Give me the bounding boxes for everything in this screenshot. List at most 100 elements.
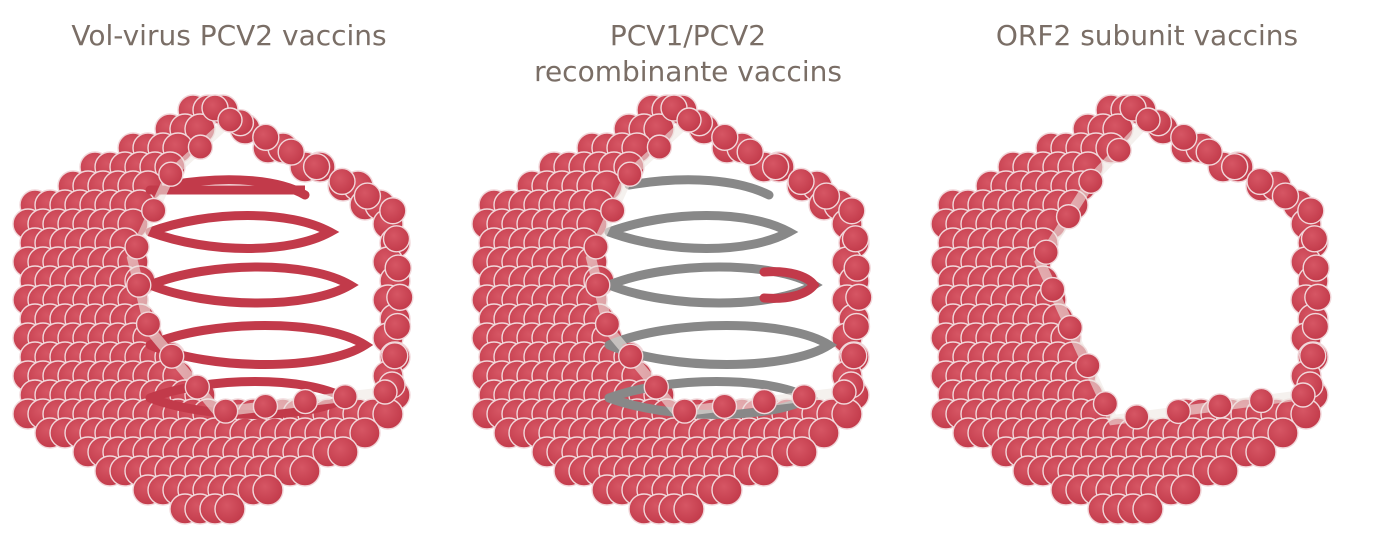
capsid-subunit bbox=[1135, 107, 1161, 133]
pcv2-orf2-segment bbox=[759, 267, 820, 303]
capsid-subunit bbox=[1207, 455, 1239, 487]
capsid-subunit bbox=[831, 379, 857, 405]
capsid-subunit bbox=[332, 384, 358, 410]
capsid-subunit bbox=[617, 343, 644, 369]
capsid-subunit bbox=[1300, 225, 1329, 253]
virus-particle-illustration bbox=[930, 94, 1332, 525]
capsid-subunit bbox=[751, 388, 778, 415]
capsid-subunit bbox=[748, 455, 780, 487]
capsid-subunit bbox=[1245, 436, 1277, 468]
virus-particle-illustration bbox=[471, 94, 873, 525]
capsid-subunit bbox=[141, 197, 167, 224]
capsid-subunit bbox=[1165, 398, 1192, 425]
capsid-subunit bbox=[671, 398, 698, 424]
capsid-subunit bbox=[386, 283, 414, 312]
panel-title: Vol-virus PCV2 vaccins bbox=[71, 19, 387, 52]
capsid-inner-edge bbox=[583, 107, 857, 424]
genome-loop bbox=[604, 321, 838, 369]
capsid-subunit bbox=[736, 138, 764, 166]
capsid-subunit bbox=[1170, 474, 1202, 506]
capsid-subunit bbox=[1302, 254, 1330, 282]
capsid-subunit bbox=[761, 153, 790, 181]
capsid-subunit bbox=[812, 182, 841, 210]
capsid-subunit bbox=[1057, 314, 1084, 341]
capsid-subunit bbox=[1033, 239, 1059, 265]
capsid-subunit bbox=[676, 107, 702, 133]
capsid-subunit bbox=[1267, 417, 1299, 449]
capsid-subunit bbox=[1220, 153, 1249, 181]
capsid-subunit bbox=[187, 134, 214, 160]
capsid-inner-edge bbox=[1033, 107, 1316, 430]
capsid-subunit bbox=[381, 342, 409, 370]
capsid-subunit bbox=[711, 474, 743, 506]
capsid-subunit bbox=[1078, 168, 1104, 195]
capsid-subunit bbox=[808, 417, 840, 449]
capsid-shell bbox=[12, 94, 411, 525]
panel-subunit-vaccine: ORF2 subunit vaccins bbox=[918, 0, 1376, 554]
panel-title: ORF2 subunit vaccins bbox=[995, 19, 1299, 52]
genome-loop bbox=[145, 211, 340, 253]
capsid-subunit bbox=[791, 384, 817, 410]
capsid-subunit bbox=[383, 312, 412, 341]
capsid-subunit bbox=[1290, 382, 1316, 408]
capsid-subunit bbox=[252, 393, 279, 420]
capsid-subunit bbox=[1040, 276, 1066, 303]
capsid-subunit bbox=[158, 161, 184, 187]
capsid-subunit bbox=[585, 272, 611, 298]
capsid-subunit bbox=[384, 254, 412, 282]
capsid-subunit bbox=[1246, 167, 1274, 196]
capsid-subunit bbox=[673, 493, 705, 525]
capsid-subunit bbox=[126, 272, 152, 298]
capsid-subunit bbox=[1055, 204, 1082, 230]
capsid-subunit bbox=[327, 436, 359, 468]
genome-loop bbox=[165, 175, 310, 200]
capsid-subunit bbox=[1075, 352, 1101, 379]
capsid-subunit bbox=[711, 393, 738, 420]
capsid-subunit bbox=[786, 436, 818, 468]
capsid-subunit bbox=[845, 283, 873, 312]
capsid-subunit bbox=[1132, 493, 1164, 525]
capsid-subunit bbox=[252, 474, 284, 506]
capsid-subunit bbox=[302, 153, 331, 181]
capsid-subunit bbox=[617, 161, 643, 187]
genome-loop bbox=[145, 321, 374, 369]
panel-whole-virus-vaccine: Vol-virus PCV2 vaccins bbox=[0, 0, 458, 554]
capsid-subunit bbox=[1124, 404, 1150, 430]
capsid-subunit bbox=[838, 197, 866, 225]
capsid-subunit bbox=[594, 311, 621, 337]
capsid-subunit bbox=[843, 254, 871, 282]
capsid-subunit bbox=[382, 225, 411, 253]
capsid-subunit bbox=[600, 197, 626, 224]
panel-title: PCV1/PCV2 recombinante vaccins bbox=[534, 19, 842, 88]
capsid-subunit bbox=[1301, 312, 1330, 341]
virus-particle-illustration bbox=[12, 94, 414, 525]
capsid-subunit bbox=[184, 374, 211, 400]
capsid-subunit bbox=[787, 167, 815, 196]
capsid-subunit bbox=[583, 234, 609, 260]
capsid-subunit bbox=[349, 417, 381, 449]
genome-loop bbox=[624, 175, 774, 200]
capsid-shell bbox=[471, 94, 870, 525]
panel-recombinant-vaccine: PCV1/PCV2 recombinante vaccins bbox=[459, 0, 917, 554]
capsid-subunit bbox=[372, 379, 398, 405]
capsid-subunit bbox=[135, 311, 162, 337]
capsid-inner-edge bbox=[124, 107, 398, 424]
capsid-subunit bbox=[124, 234, 150, 260]
capsid-subunit bbox=[840, 342, 868, 370]
capsid-subunit bbox=[1304, 283, 1332, 312]
capsid-subunit bbox=[1299, 342, 1327, 370]
capsid-subunit bbox=[328, 167, 356, 196]
capsid-subunit bbox=[252, 123, 280, 152]
capsid-subunit bbox=[217, 107, 243, 133]
capsid-subunit bbox=[643, 374, 670, 400]
genome-loop bbox=[145, 262, 359, 308]
capsid-subunit bbox=[1170, 123, 1198, 152]
capsid-subunit bbox=[1271, 182, 1300, 210]
capsid-subunit bbox=[353, 182, 382, 210]
capsid-subunit bbox=[841, 225, 870, 253]
capsid-subunit bbox=[1207, 393, 1233, 419]
capsid-subunit bbox=[1297, 197, 1325, 225]
capsid-subunit bbox=[277, 138, 305, 166]
capsid-subunit bbox=[292, 388, 319, 415]
viral-genome bbox=[604, 211, 838, 419]
